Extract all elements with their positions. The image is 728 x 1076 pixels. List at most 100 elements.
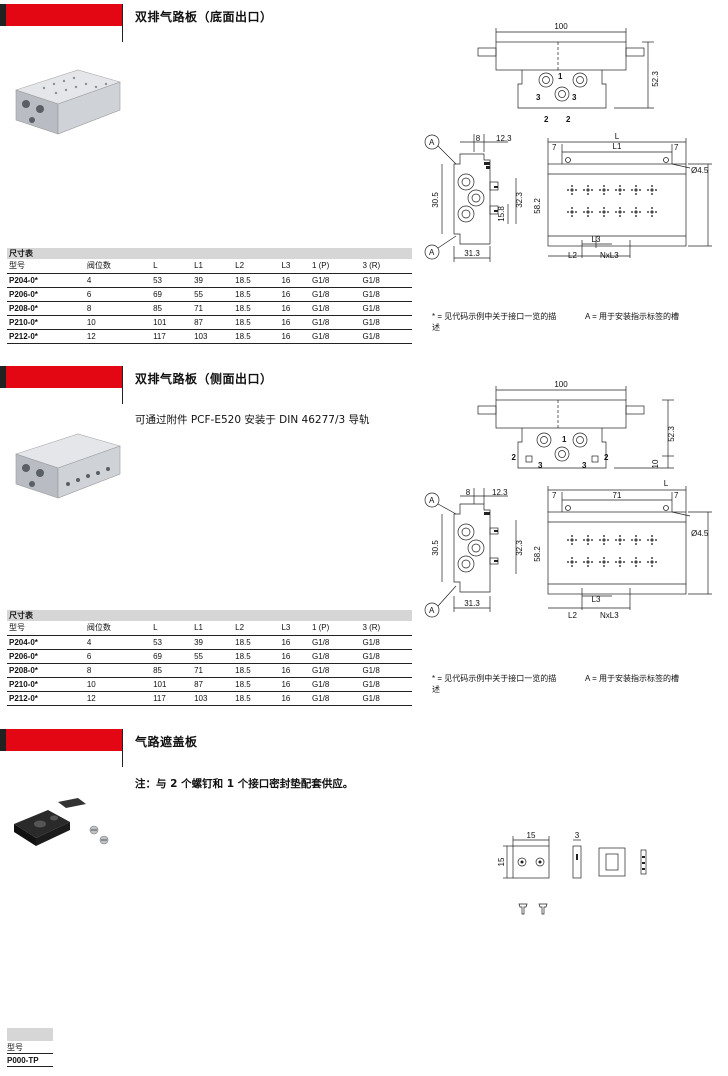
- mounting-hole: [583, 211, 585, 213]
- header-cell: L2: [233, 621, 280, 636]
- table-cell: G1/8: [360, 649, 412, 664]
- section3-title: 气路遮盖板: [135, 735, 198, 749]
- dim-hole: Ø4.5: [691, 166, 709, 175]
- mounting-hole: [571, 543, 573, 545]
- mounting-hole: [599, 539, 601, 541]
- table-cell: P204-0*: [7, 273, 85, 288]
- mounting-hole: [587, 543, 589, 545]
- dim-hole: Ø4.5: [691, 529, 709, 538]
- mounting-hole: [587, 185, 589, 187]
- dim-height: 52.3: [651, 71, 660, 87]
- mounting-hole: [587, 565, 589, 567]
- mounting-hole: [639, 189, 641, 191]
- table-row: P000-TP: [7, 1054, 53, 1067]
- port-label: 2: [512, 453, 517, 462]
- mounting-hole: [619, 557, 621, 559]
- header-cell: 3 (R): [360, 259, 412, 274]
- mounting-hole: [619, 215, 621, 217]
- table-cell: 16: [279, 691, 310, 706]
- table-cell: 87: [192, 315, 234, 330]
- dim-8: 8: [476, 134, 481, 143]
- table-cell: 18.5: [233, 677, 280, 692]
- mounting-hole: [603, 535, 605, 537]
- mounting-hole: [575, 189, 577, 191]
- table-cell: 16: [279, 315, 310, 330]
- mounting-hole: [619, 193, 621, 195]
- table-cell: G1/8: [360, 635, 412, 650]
- mounting-hole: [570, 188, 574, 192]
- table-cell: 71: [192, 663, 234, 678]
- mounting-hole: [619, 535, 621, 537]
- mounting-hole: [567, 539, 569, 541]
- dim-L2: L2: [568, 251, 577, 260]
- dim-30: 30.5: [431, 192, 440, 208]
- mounting-hole: [647, 539, 649, 541]
- header-cell: 1 (P): [309, 621, 361, 636]
- mounting-hole: [607, 561, 609, 563]
- dim-12: 12.3: [496, 134, 512, 143]
- mounting-hole: [567, 211, 569, 213]
- mounting-hole: [602, 210, 606, 214]
- dim-width: 100: [554, 380, 568, 389]
- section2-dimension-table: 尺寸表 型号 阀位数 L L1 L2 L3 1 (P) 3 (R) P204-0…: [7, 610, 412, 706]
- table-cell: G1/8: [360, 677, 412, 692]
- port-label: 3: [582, 461, 587, 470]
- section2-marker: [0, 366, 122, 388]
- table-cell: 69: [151, 287, 193, 302]
- table-cell: 18.5: [233, 301, 280, 316]
- mounting-hole: [631, 189, 633, 191]
- table-header-row: 型号 阀位数 L L1 L2 L3 1 (P) 3 (R): [7, 259, 412, 274]
- mounting-hole: [586, 188, 590, 192]
- dim-15: 15: [527, 831, 536, 840]
- section3-marker: [0, 729, 122, 751]
- mounting-hole: [634, 210, 638, 214]
- dim-15: 15.8: [497, 206, 506, 222]
- table-caption: [7, 1028, 53, 1041]
- mounting-hole: [650, 188, 654, 192]
- table-cell: 16: [279, 329, 310, 344]
- mounting-hole: [635, 543, 637, 545]
- mounting-hole: [599, 211, 601, 213]
- mounting-hole: [651, 207, 653, 209]
- table-cell: 103: [192, 691, 234, 706]
- mounting-hole: [607, 539, 609, 541]
- mounting-hole: [647, 211, 649, 213]
- table-cell: 10: [84, 677, 152, 692]
- table-cell: 39: [192, 635, 234, 650]
- section1-dimension-table: 尺寸表 型号 阀位数 L L1 L2 L3 1 (P) 3 (R) P204-0…: [7, 248, 412, 344]
- table-cell: 4: [84, 273, 152, 288]
- mounting-hole: [587, 207, 589, 209]
- mounting-hole: [571, 557, 573, 559]
- mounting-hole: [655, 539, 657, 541]
- mounting-hole: [619, 207, 621, 209]
- table-cell: 85: [151, 301, 193, 316]
- mounting-hole: [634, 538, 638, 542]
- section3-rule: [122, 729, 123, 767]
- port-label: 2: [566, 115, 571, 124]
- table-cell: G1/8: [360, 315, 412, 330]
- table-cell: 8: [84, 301, 152, 316]
- dim-L: L: [664, 479, 669, 488]
- table-cell: 101: [151, 677, 193, 692]
- section2-note-slot: A = 用于安装指示标签的槽: [585, 674, 680, 683]
- table-cell: 8: [84, 663, 152, 678]
- table-header: 型号: [7, 1041, 53, 1054]
- table-cell: 6: [84, 287, 152, 302]
- section1-marker: [0, 4, 122, 26]
- mounting-hole: [651, 557, 653, 559]
- section1-technical-drawing: 100 52.3 1 3 3 2 2 L L1 7 7 Ø4.5 58.2 L3…: [424, 22, 712, 262]
- cover-plate-drawing: 15 15 3: [497, 831, 647, 915]
- port-label: 3: [536, 93, 541, 102]
- dim-L2: L2: [568, 611, 577, 620]
- dim-8: 8: [466, 488, 471, 497]
- table-cell: 16: [279, 273, 310, 288]
- mounting-hole: [655, 211, 657, 213]
- table-cell: 55: [192, 287, 234, 302]
- dim-32: 32.3: [515, 540, 524, 556]
- mounting-hole: [586, 560, 590, 564]
- header-cell: L1: [192, 621, 234, 636]
